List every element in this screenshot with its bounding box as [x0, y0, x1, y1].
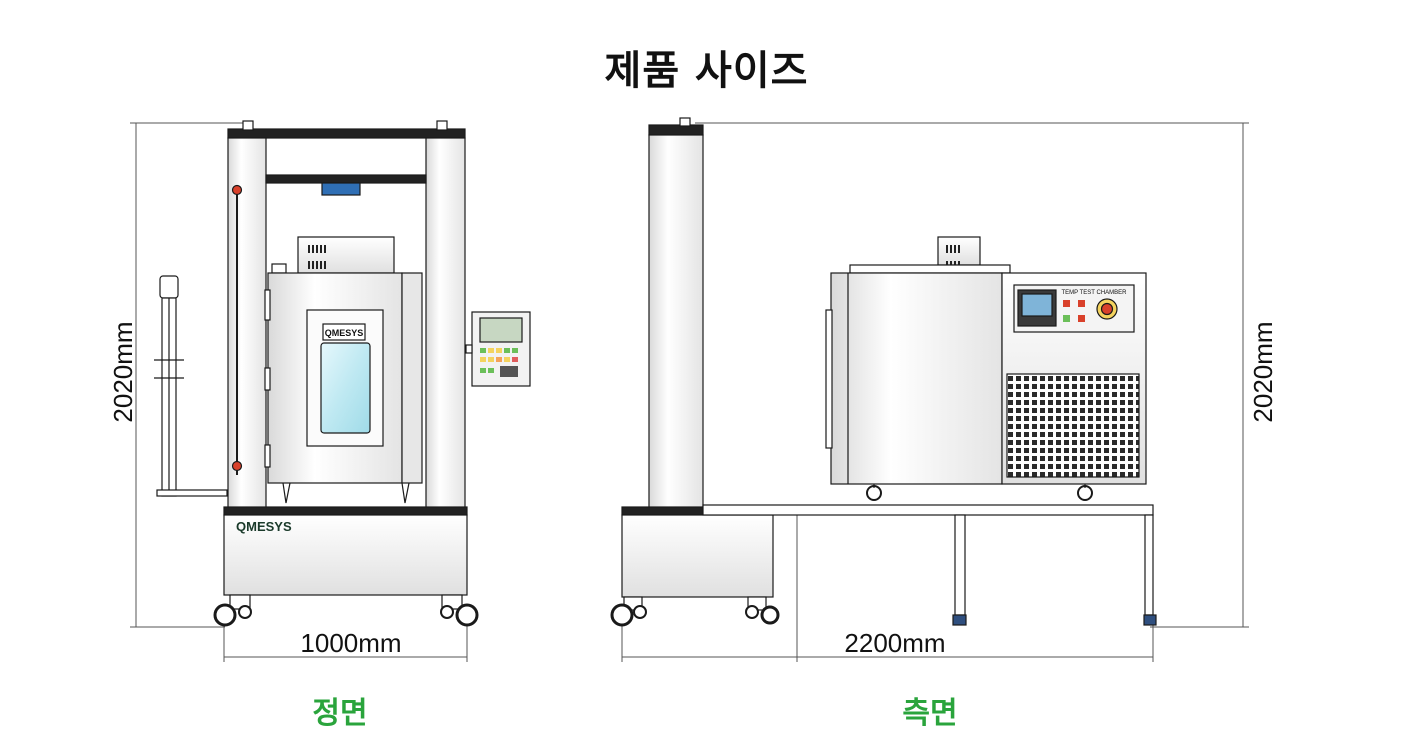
front-controller	[465, 311, 531, 387]
side-height-label: 2020mm	[1248, 321, 1278, 422]
front-base-brand: QMESYS	[236, 519, 292, 534]
page-title: 제품 사이즈	[604, 48, 809, 94]
condenser-grille	[1006, 373, 1140, 478]
front-view-drawing	[130, 120, 531, 662]
limit-switch-top	[231, 184, 243, 196]
front-view-label: 정면	[312, 696, 368, 731]
load-cell	[321, 182, 361, 196]
side-casters	[610, 596, 780, 627]
front-casters	[213, 594, 479, 627]
extensometer-stand	[154, 275, 228, 497]
side-view-drawing	[610, 117, 1249, 662]
limit-switch-bottom	[231, 460, 243, 472]
side-view-label: 측면	[902, 696, 958, 731]
control-panel-title: TEMP TEST CHAMBER	[1061, 290, 1127, 296]
front-height-dimension	[130, 122, 245, 628]
side-width-label: 2200mm	[844, 628, 945, 658]
chamber-brand-badge: QMESYS	[325, 328, 364, 338]
front-height-label: 2020mm	[108, 321, 138, 422]
chamber-window	[320, 342, 371, 434]
front-width-label: 1000mm	[300, 628, 401, 658]
side-width-dimension	[621, 515, 1154, 662]
side-height-dimension	[695, 122, 1249, 628]
